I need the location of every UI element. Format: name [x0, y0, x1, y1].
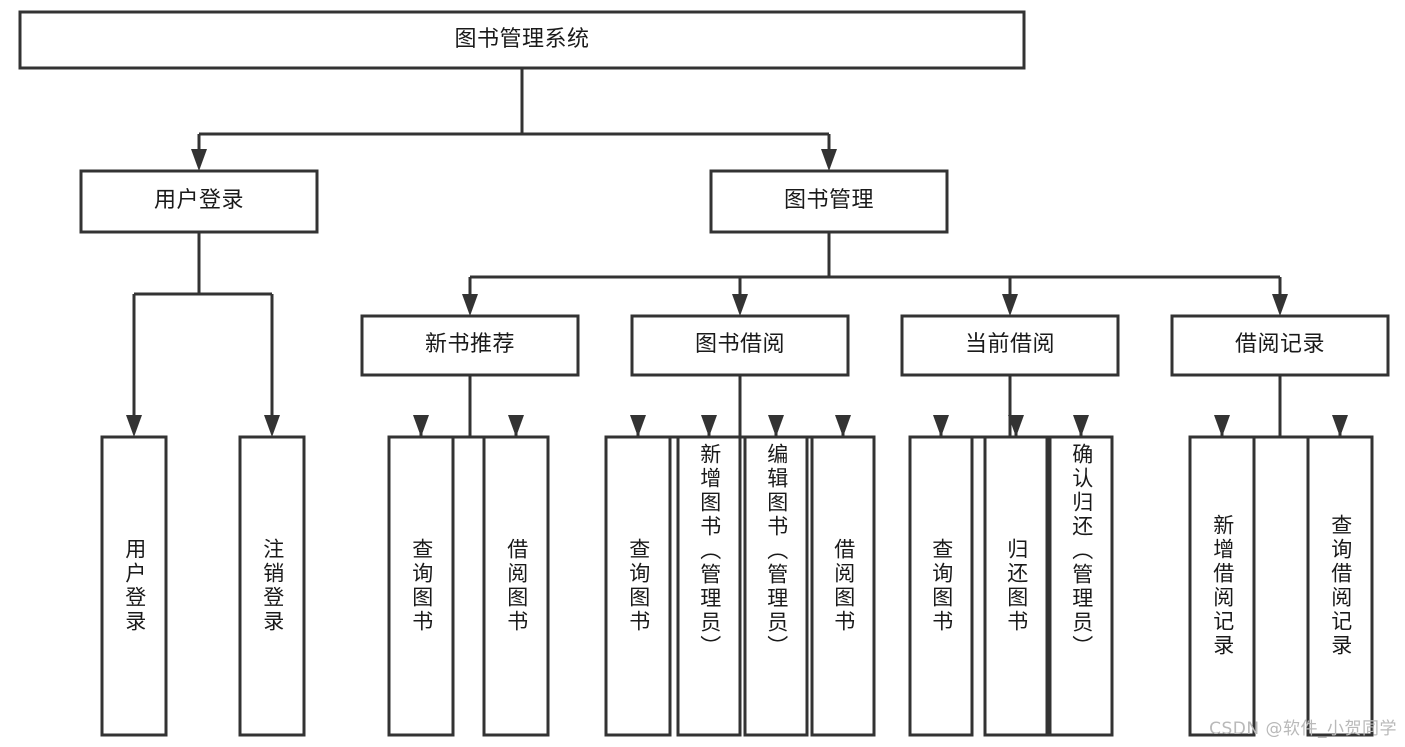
- arrow-head: [933, 415, 949, 437]
- node-boxes: [18, 10, 1390, 737]
- watermark-text: CSDN @软件_小贺同学: [1209, 719, 1397, 739]
- leaf-box[interactable]: [604, 435, 672, 737]
- leaf-box[interactable]: [743, 435, 809, 737]
- arrow-head: [1272, 294, 1288, 316]
- arrow-head: [508, 415, 524, 437]
- arrow-head: [462, 294, 478, 316]
- arrow-head: [413, 415, 429, 437]
- arrow-head: [1332, 415, 1348, 437]
- arrow-head: [732, 294, 748, 316]
- arrow-head: [1214, 415, 1230, 437]
- arrow-head: [126, 415, 142, 437]
- leaf-box[interactable]: [983, 435, 1049, 737]
- leaf-box[interactable]: [908, 435, 974, 737]
- level2-box[interactable]: [79, 169, 319, 234]
- arrow-head: [191, 149, 207, 171]
- leaf-box[interactable]: [1306, 435, 1374, 737]
- leaf-box[interactable]: [1048, 435, 1114, 737]
- arrow-head: [1008, 415, 1024, 437]
- arrow-head: [630, 415, 646, 437]
- arrow-head: [768, 415, 784, 437]
- level3-box[interactable]: [360, 314, 580, 377]
- leaf-box[interactable]: [100, 435, 168, 737]
- leaf-box[interactable]: [810, 435, 876, 737]
- arrow-head: [821, 149, 837, 171]
- level3-box[interactable]: [900, 314, 1120, 377]
- arrow-head: [1002, 294, 1018, 316]
- arrow-head: [835, 415, 851, 437]
- arrow-head: [1073, 415, 1089, 437]
- connector-lines: [126, 68, 1348, 439]
- leaf-box[interactable]: [387, 435, 455, 737]
- arrow-head: [701, 415, 717, 437]
- root-box[interactable]: [18, 10, 1026, 70]
- level3-box[interactable]: [630, 314, 850, 377]
- leaf-box[interactable]: [676, 435, 742, 737]
- leaf-box[interactable]: [238, 435, 306, 737]
- level2-box[interactable]: [709, 169, 949, 234]
- leaf-box[interactable]: [482, 435, 550, 737]
- level3-box[interactable]: [1170, 314, 1390, 377]
- leaf-box[interactable]: [1188, 435, 1256, 737]
- arrow-head: [264, 415, 280, 437]
